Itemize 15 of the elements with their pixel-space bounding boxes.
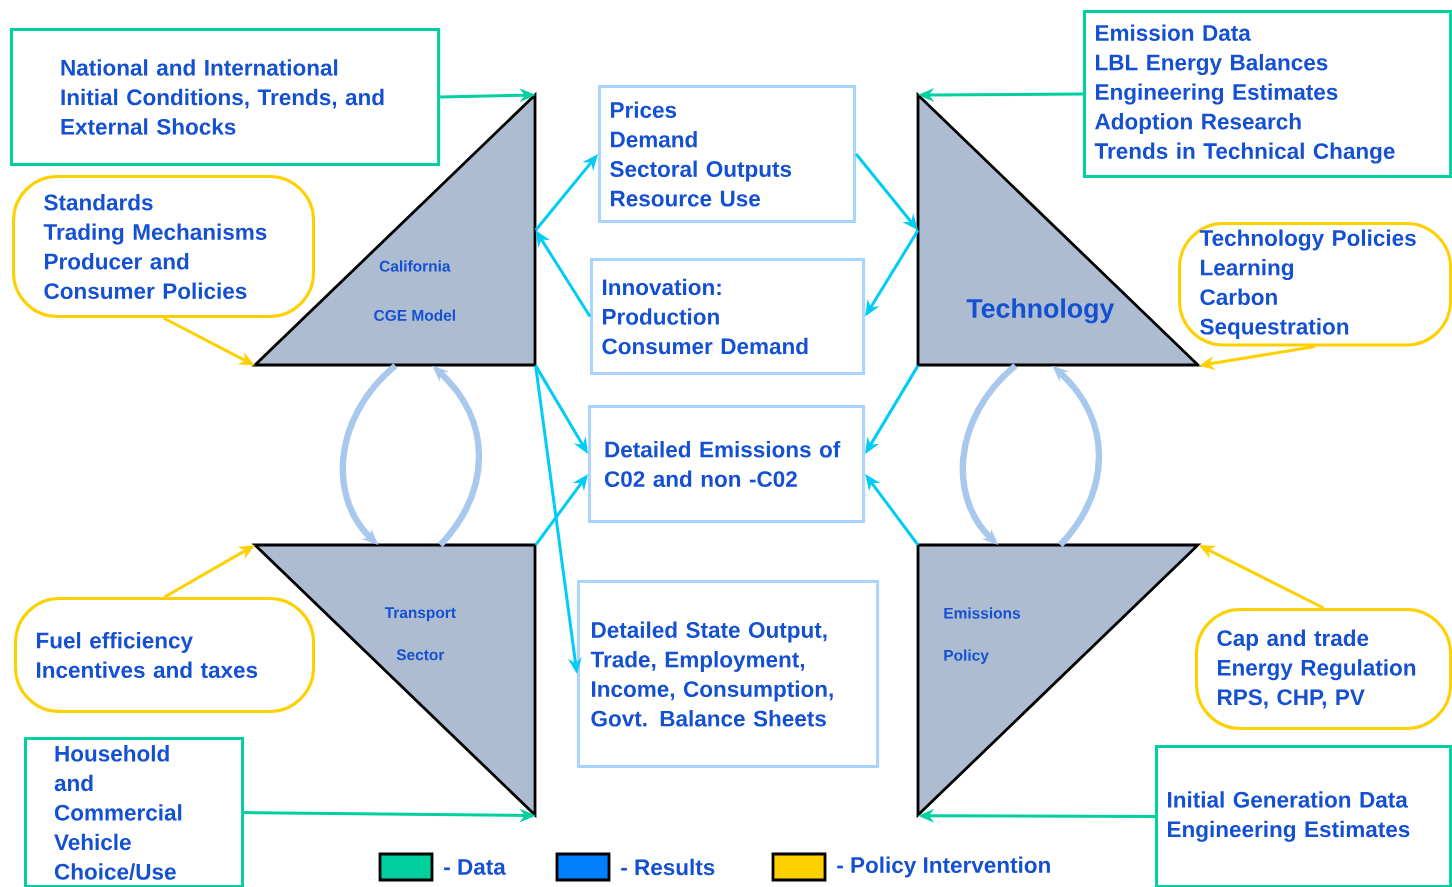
data-box: Initial Generation Data Engineering Estimates — [1155, 745, 1452, 887]
result-box: Detailed State Output, Trade, Employment, Income, Consumption, Govt. Balance Sheets — [577, 580, 880, 769]
result-box: Prices Demand Sectoral Outputs Resource Use — [598, 85, 857, 224]
data-box: Emission Data LBL Energy Balances Engineering Estimates Adoption Research Trends in Technical Change — [1083, 10, 1452, 179]
data-box: Household and Commercial Vehicle Choice/Use — [24, 737, 245, 887]
policy-box: Fuel efficiency Incentives and taxes — [14, 597, 316, 714]
legend-label: - Results — [621, 858, 715, 876]
result-box: Detailed Emissions of C02 and non -C02 — [588, 405, 866, 524]
policy-box: Cap and trade Energy Regulation RPS, CHP, PV — [1195, 608, 1452, 731]
data-box: National and International Initial Conditions, Trends, and External Shocks — [10, 28, 441, 167]
result-box: Innovation: Production Consumer Demand — [590, 258, 866, 376]
policy-box: Standards Trading Mechanisms Producer and Consumer Policies — [12, 175, 316, 319]
legend-label: - Data — [444, 859, 506, 875]
policy-box: Technology Policies Learning Carbon Sequestration — [1178, 222, 1452, 347]
legend-label: - Policy Intervention — [837, 856, 1050, 878]
